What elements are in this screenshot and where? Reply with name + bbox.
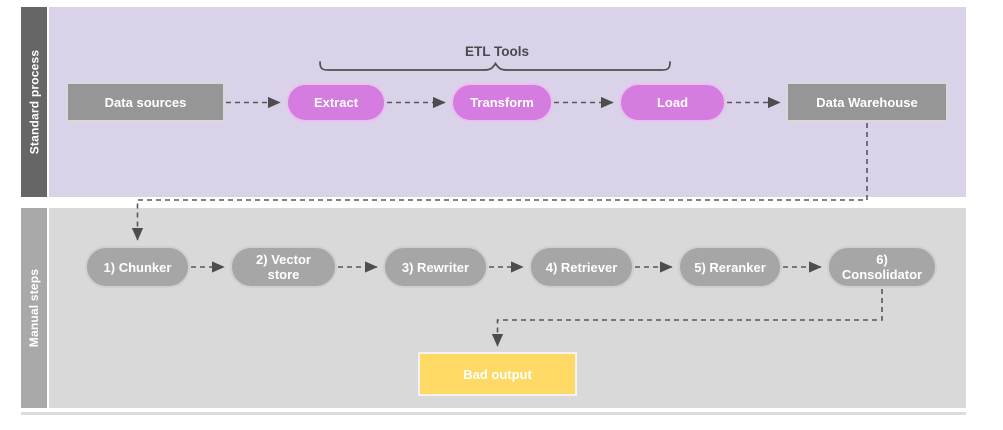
node-chunker: 1) Chunker xyxy=(85,246,190,288)
lane-label-standard-process: Standard process xyxy=(21,7,47,197)
node-reranker: 5) Reranker xyxy=(678,246,782,288)
lane-label-manual-steps: Manual steps xyxy=(21,208,47,408)
lane-label-text: Manual steps xyxy=(27,268,42,348)
etl-tools-label: ETL Tools xyxy=(465,44,529,59)
node-extract: Extract xyxy=(286,83,386,122)
node-vector-store: 2) Vector store xyxy=(230,246,337,288)
node-data-sources: Data sources xyxy=(66,82,225,122)
node-retriever: 4) Retriever xyxy=(529,246,634,288)
node-data-warehouse: Data Warehouse xyxy=(786,82,948,122)
node-load: Load xyxy=(619,83,726,122)
lane-label-text: Standard process xyxy=(27,49,42,155)
node-rewriter: 3) Rewriter xyxy=(383,246,488,288)
bottom-divider xyxy=(21,412,966,415)
node-consolidator: 6) Consolidator xyxy=(827,246,937,288)
node-transform: Transform xyxy=(451,83,553,122)
node-bad-output: Bad output xyxy=(418,352,577,396)
